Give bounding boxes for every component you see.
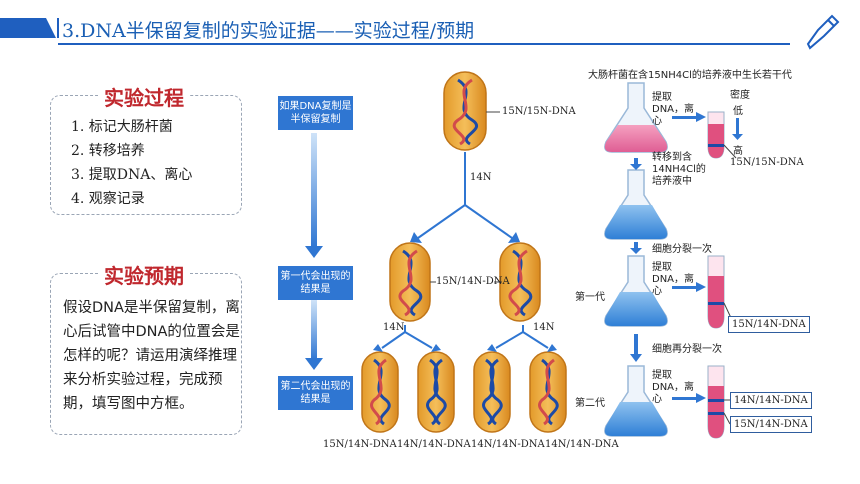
bacterium-gen2-1 <box>361 351 399 433</box>
flask-top-caption: 大肠杆菌在含15NH4Cl的培养液中生长若干代 <box>588 70 792 81</box>
gen2-result-box-2: 15N/14N-DNA <box>730 416 812 433</box>
parent-dna-label: 15N/15N-DNA <box>502 106 576 117</box>
prediction-box: 假设DNA是半保留复制，离心后试管中DNA的位置会是怎样的呢？请运用演绎推理来分… <box>50 273 242 435</box>
flow-step-semiconservative: 如果DNA复制是半保留复制 <box>278 96 353 130</box>
tube-0 <box>707 111 725 159</box>
prediction-title: 实验预期 <box>98 260 190 289</box>
gen1-label: 第一代 <box>575 292 605 303</box>
flow-arrow-1 <box>305 133 323 258</box>
medium-label: 14N <box>470 172 492 183</box>
n14-right-label: 14N <box>533 322 555 333</box>
bacterium-gen1-right <box>499 242 541 322</box>
gen1-dna-label: 15N/14N-DNA <box>436 276 510 287</box>
title-bar-graphic <box>0 14 840 50</box>
gen2-dna-label-1: 15N/14N-DNA <box>323 439 397 450</box>
flow-step-gen2: 第二代会出现的结果是 <box>278 376 353 410</box>
density-label: 密度 <box>730 90 750 101</box>
bacterium-gen2-3 <box>473 351 511 433</box>
tube-1 <box>707 255 725 329</box>
process-step-2: 2. 转移培养 <box>71 143 145 159</box>
flask-1 <box>604 82 668 153</box>
bacterium-gen2-4 <box>529 351 567 433</box>
gen2-dna-label-4: 14N/14N-DNA <box>545 439 619 450</box>
title-bar <box>0 0 860 56</box>
divide-again-label: 细胞再分裂一次 <box>652 344 722 355</box>
density-low-label: 低 <box>733 106 743 117</box>
process-box: 1. 标记大肠杆菌 2. 转移培养 3. 提取DNA、离心 4. 观察记录 <box>50 95 242 215</box>
density-high-label: 高 <box>733 146 743 157</box>
transfer-label: 转移到含14NH4Cl的培养液中 <box>652 152 706 187</box>
gen1-result-box: 15N/14N-DNA <box>728 316 810 333</box>
bacterium-parent <box>443 71 487 151</box>
divide-once-label: 细胞分裂一次 <box>652 244 712 255</box>
page-title: 3.DNA半保留复制的实验证据——实验过程/预期 <box>62 20 475 42</box>
extract-label-2: 提取DNA，离心 <box>652 370 695 405</box>
n14-left-label: 14N <box>383 322 405 333</box>
flow-step-gen1: 第一代会出现的结果是 <box>278 266 353 300</box>
gen2-label: 第二代 <box>575 398 605 409</box>
bacterium-gen1-left <box>389 242 431 322</box>
tube0-band-label: 15N/15N-DNA <box>730 157 804 168</box>
gen2-dna-label-3: 14N/14N-DNA <box>471 439 545 450</box>
flask-2 <box>604 169 668 240</box>
process-step-1: 1. 标记大肠杆菌 <box>71 119 173 135</box>
process-title: 实验过程 <box>98 82 190 111</box>
branch-arrows <box>381 152 549 349</box>
tube-2 <box>707 365 725 439</box>
flask-3 <box>604 255 668 327</box>
flask-4 <box>604 365 668 437</box>
gen2-dna-label-2: 14N/14N-DNA <box>397 439 471 450</box>
process-step-4: 4. 观察记录 <box>71 191 145 207</box>
pen-icon <box>806 14 840 50</box>
gen2-result-box-1: 14N/14N-DNA <box>730 392 812 409</box>
flow-arrow-2 <box>305 300 323 370</box>
extract-label-0: 提取DNA，离心 <box>652 92 695 127</box>
prediction-text: 假设DNA是半保留复制，离心后试管中DNA的位置会是怎样的呢？请运用演绎推理来分… <box>63 300 240 412</box>
process-step-3: 3. 提取DNA、离心 <box>71 167 193 183</box>
bacterium-gen2-2 <box>417 351 455 433</box>
extract-label-1: 提取DNA，离心 <box>652 262 695 297</box>
